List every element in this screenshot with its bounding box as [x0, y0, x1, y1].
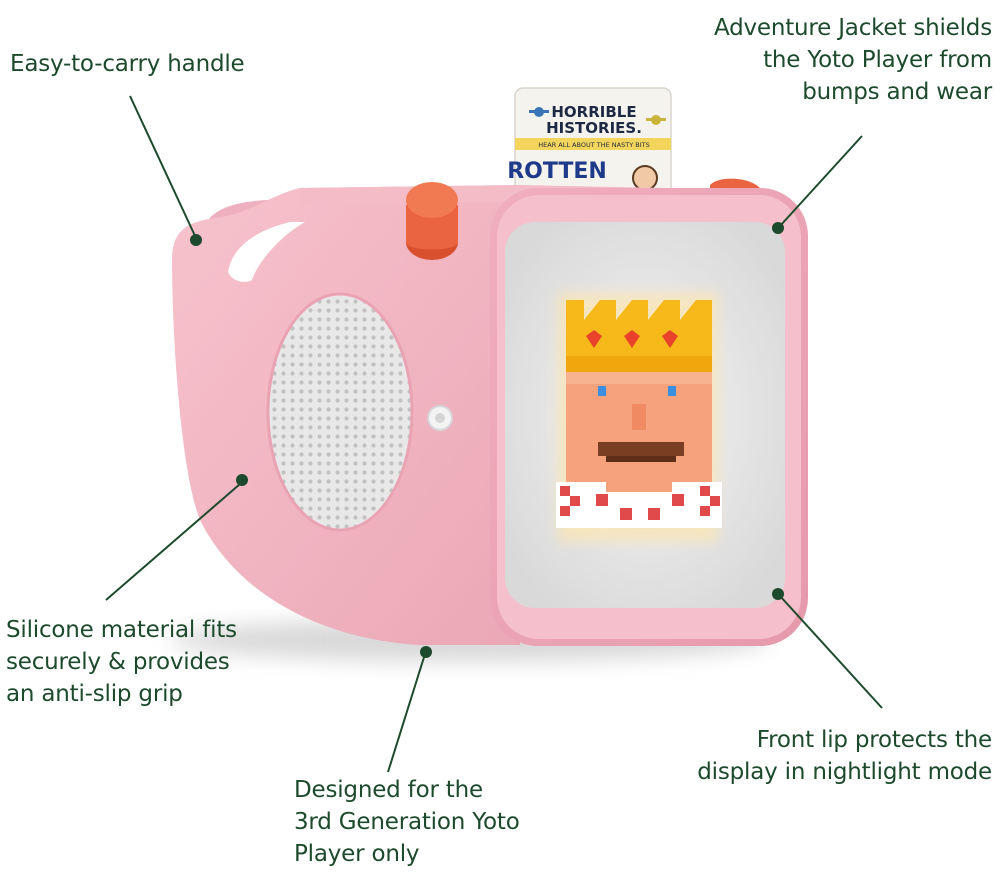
callout-front-lip-line1: Front lip protects the — [756, 727, 992, 753]
callout-generation-line2: 3rd Generation Yoto — [294, 809, 520, 835]
leader-silicone — [105, 474, 248, 601]
callout-silicone: Silicone material fits securely & provid… — [6, 614, 237, 710]
speaker-rim — [266, 292, 414, 532]
card-skull-left-icon — [529, 107, 549, 117]
leader-generation — [387, 646, 432, 773]
callout-handle-line1: Easy-to-carry handle — [10, 51, 245, 77]
callout-silicone-line1: Silicone material fits — [6, 617, 237, 643]
pixel-character-king — [556, 292, 722, 542]
handle-hole — [228, 222, 305, 282]
callout-jacket: Adventure Jacket shields the Yoto Player… — [714, 12, 992, 108]
callout-silicone-line2: securely & provides — [6, 649, 230, 675]
callout-jacket-line2: the Yoto Player from — [763, 47, 992, 73]
callout-silicone-line3: an anti-slip grip — [6, 681, 183, 707]
card-brand-line2: HISTORIES. — [546, 119, 642, 137]
callout-front-lip: Front lip protects the display in nightl… — [697, 724, 992, 788]
inserted-card: HORRIBLE HISTORIES. HEAR ALL ABOUT THE N… — [507, 87, 672, 199]
callout-generation-line1: Designed for the — [294, 777, 483, 803]
card-tagline: HEAR ALL ABOUT THE NASTY BITS — [538, 141, 649, 149]
leader-jacket — [772, 135, 863, 234]
card-title: ROTTEN — [507, 159, 607, 184]
callout-front-lip-line2: display in nightlight mode — [697, 759, 992, 785]
card-skull-right-icon — [646, 115, 666, 125]
leader-front-lip — [772, 588, 883, 709]
leader-handle — [129, 95, 202, 246]
callout-jacket-line1: Adventure Jacket shields — [713, 15, 992, 41]
left-knob — [406, 182, 458, 260]
speaker-grille — [268, 294, 412, 530]
callout-generation: Designed for the 3rd Generation Yoto Pla… — [294, 774, 520, 870]
card-character-face — [632, 165, 658, 191]
callout-generation-line3: Player only — [294, 841, 420, 867]
card-brand-line1: HORRIBLE — [551, 103, 636, 121]
callout-jacket-line3: bumps and wear — [802, 79, 992, 105]
callout-handle: Easy-to-carry handle — [10, 48, 245, 80]
